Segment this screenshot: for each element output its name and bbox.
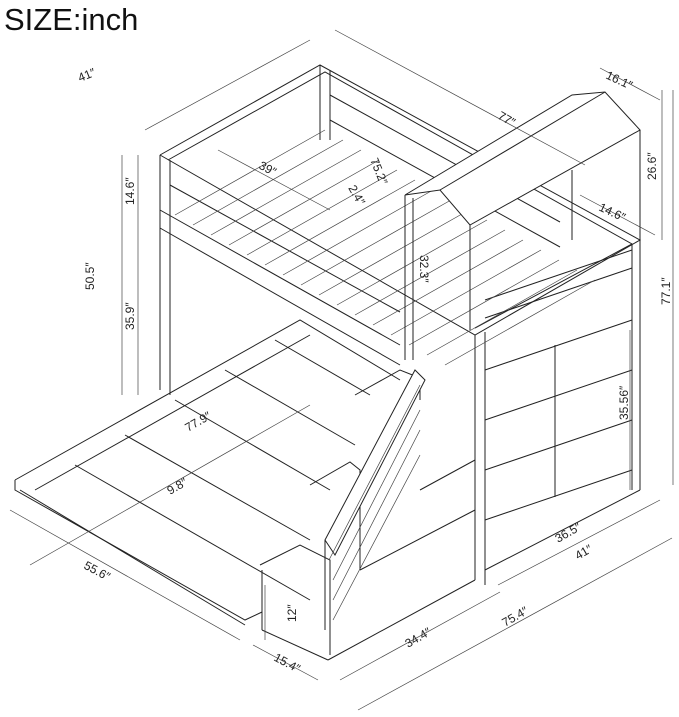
dim-total-height: 77.1″ [659, 277, 673, 305]
bed-slat [444, 279, 596, 366]
bed-slat [300, 199, 452, 286]
bed-slats [174, 129, 596, 366]
bed-slat [246, 169, 398, 256]
dim-shelf-height: 35.56″ [617, 385, 631, 420]
dim-roof-height: 26.6″ [645, 152, 659, 180]
dim-roof-width: 16.1″ [604, 68, 636, 93]
dim-roof-inner: 14.6″ [597, 200, 629, 225]
dim-clearance: 35.9″ [123, 302, 137, 330]
dim-step-height: 12″ [285, 604, 299, 622]
dim-trundle-width: 55.6″ [82, 558, 114, 584]
bed-slat [192, 139, 344, 226]
bed-slat [372, 239, 524, 326]
bed-slat [336, 219, 488, 306]
size-unit-title: SIZE:inch [4, 2, 138, 37]
dim-stair-length: 34.4″ [403, 624, 435, 650]
bed-slat [174, 129, 326, 216]
bed-slat [210, 149, 362, 236]
dim-trundle-gap: 9.8″ [165, 475, 191, 498]
bed-slat [426, 269, 578, 356]
bed-slat [264, 179, 416, 266]
dim-upper-height: 50.5″ [83, 262, 97, 290]
dim-inner-length: 75.2″ [367, 156, 391, 188]
bed-slat [408, 259, 560, 346]
house-roof [404, 91, 641, 360]
bed-slat [390, 249, 542, 336]
upper-bunk-frame [159, 64, 642, 585]
bed-slat [282, 189, 434, 276]
dimension-lines [9, 29, 674, 711]
dim-inner-width: 39″ [257, 158, 280, 179]
bed-slat [318, 209, 470, 296]
staircase [259, 369, 476, 661]
dim-overall-length: 75.4″ [500, 603, 532, 629]
dim-guardrail-height: 14.6″ [123, 177, 137, 205]
bookshelf [484, 319, 641, 571]
dim-trundle-length: 77.9″ [183, 408, 215, 434]
dim-top-length: 77″ [496, 108, 519, 129]
dim-shelf-width: 36.5″ [553, 519, 585, 545]
bed-slat [354, 229, 506, 316]
dim-slat-gap: 2.4″ [345, 183, 368, 209]
trundle-bed [14, 319, 401, 626]
bed-slat [228, 159, 380, 246]
dim-step-depth: 15.4″ [272, 650, 304, 676]
dim-post-height: 32.3″ [417, 255, 431, 283]
dim-top-width: 41″ [76, 65, 98, 85]
